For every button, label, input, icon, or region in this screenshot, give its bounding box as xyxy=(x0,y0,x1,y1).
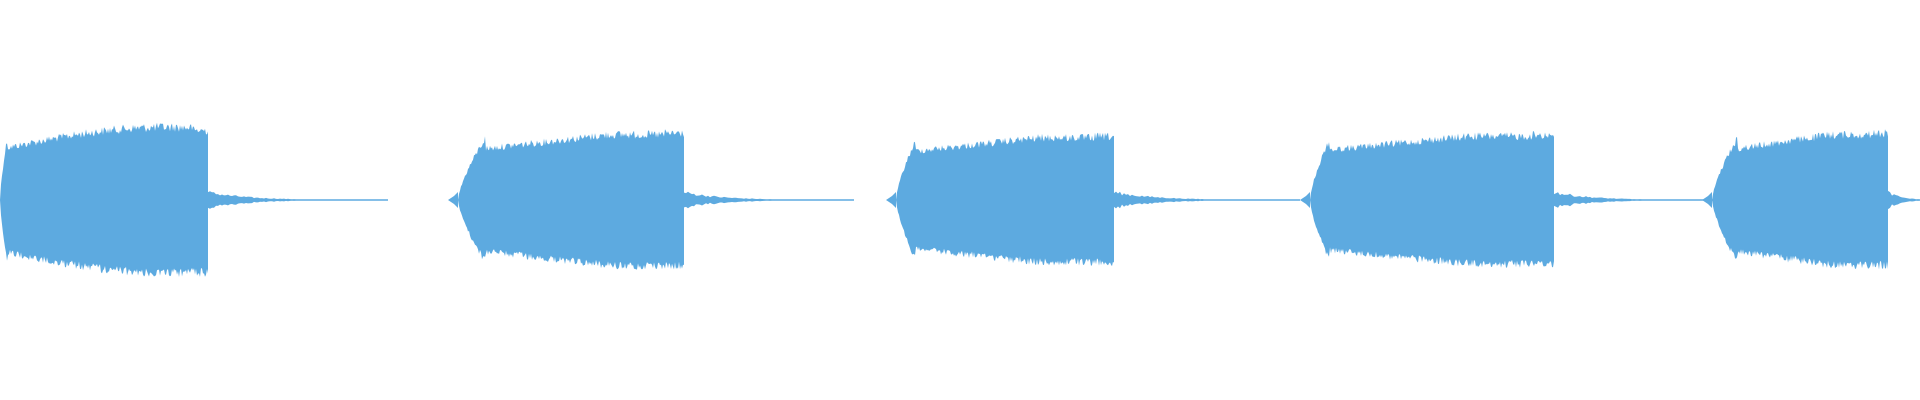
waveform-tail-5 xyxy=(1888,190,1920,210)
waveform-onset-3 xyxy=(886,192,896,208)
waveform-onset-2 xyxy=(448,192,458,208)
waveform-tail-2 xyxy=(684,191,854,209)
waveform-onset-4 xyxy=(1300,192,1310,208)
waveform-clip-2[interactable] xyxy=(458,129,684,270)
waveform-clip-1[interactable] xyxy=(0,122,208,277)
waveform-clip-4[interactable] xyxy=(1310,131,1554,268)
waveform-clip-3[interactable] xyxy=(896,132,1114,267)
waveform-onset-5 xyxy=(1702,192,1712,208)
waveform-clip-5[interactable] xyxy=(1712,129,1888,270)
waveform-tail-3 xyxy=(1114,191,1300,209)
waveform-tail-1 xyxy=(208,191,388,209)
waveform-tail-4 xyxy=(1554,192,1718,208)
